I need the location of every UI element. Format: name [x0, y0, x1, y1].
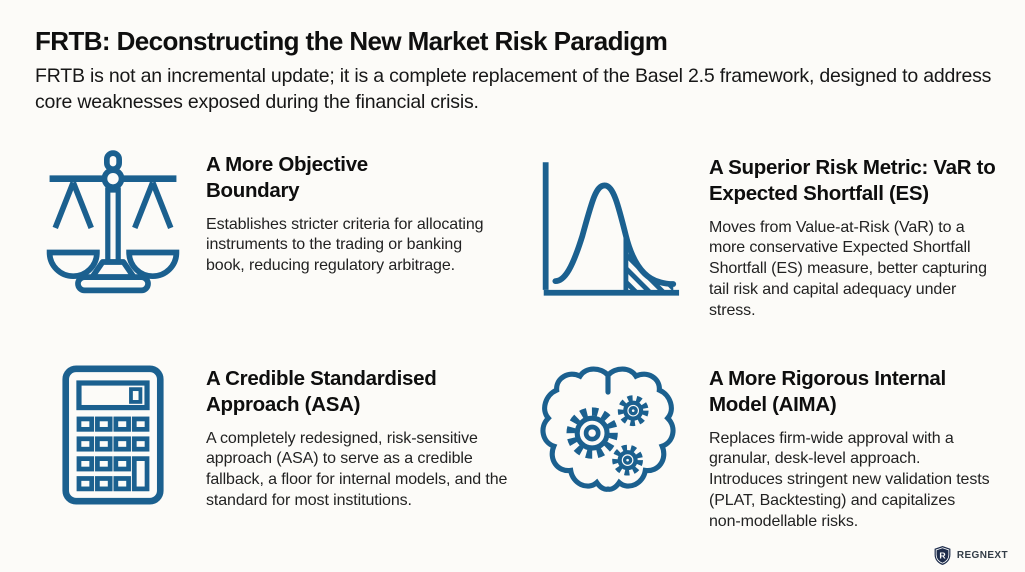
regnext-logo-text: REGNEXT	[956, 550, 1008, 561]
quadrant-title: A Superior Risk Metric: VaR to Expected …	[709, 156, 996, 205]
quadrant-standardised-approach: A Credible Standardised Approach (ASA) A…	[38, 364, 508, 520]
quadrant-risk-metric: A Superior Risk Metric: VaR to Expected …	[533, 153, 1021, 322]
calculator-icon	[38, 364, 188, 520]
quadrant-title: A More Objective Boundary	[206, 153, 368, 202]
quadrant-objective-boundary: A More Objective Boundary Establishes st…	[38, 150, 490, 306]
quadrant-internal-model: A More Rigorous Internal Model (AIMA) Re…	[533, 364, 1001, 533]
quadrant-body: A completely redesigned, risk-sensitive …	[206, 429, 508, 510]
page-subtitle: FRTB is not an incremental update; it is…	[35, 65, 992, 113]
bell-curve-icon	[533, 153, 683, 309]
regnext-shield-icon: R	[933, 545, 952, 566]
quadrant-title: A More Rigorous Internal Model (AIMA)	[709, 367, 946, 416]
brain-gears-icon	[533, 364, 683, 520]
quadrant-body: Establishes stricter criteria for alloca…	[206, 215, 484, 275]
quadrant-body: Replaces firm-wide approval with a granu…	[709, 429, 990, 530]
regnext-logo: R REGNEXT	[933, 545, 1008, 566]
svg-text:R: R	[939, 550, 946, 560]
scales-icon	[38, 150, 188, 306]
quadrant-title: A Credible Standardised Approach (ASA)	[206, 367, 437, 416]
page-title: FRTB: Deconstructing the New Market Risk…	[35, 26, 668, 56]
quadrant-body: Moves from Value-at-Risk (VaR) to a more…	[709, 218, 987, 319]
